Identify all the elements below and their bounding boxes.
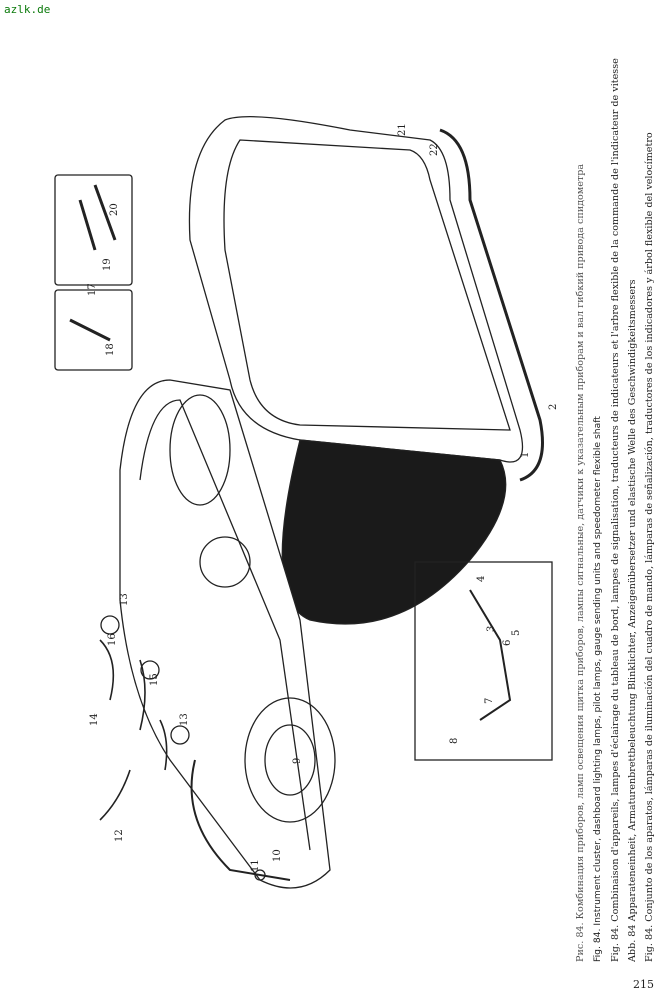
visor-frame [223,139,511,431]
site-watermark: azlk.de [4,3,51,16]
visor-shadow [281,439,507,625]
part-label: 16 [107,633,118,646]
page-number: 215 [633,978,654,991]
part-label: 5 [511,630,522,636]
visor-hood [188,116,524,463]
part-label: 13 [179,713,190,726]
part-label: 21 [397,123,408,136]
part-label: 3 [486,626,497,632]
part-label: 17 [87,283,98,296]
part-label: 19 [102,258,113,271]
inset-box-lamp-socket [54,289,133,371]
part-label: 9 [292,758,303,764]
part-label: 7 [484,698,495,704]
part-label: 18 [105,343,116,356]
caption-french: Fig. 84. Combinaison d'appareils, lampes… [609,58,621,962]
caption-spanish: Fig. 84. Conjunto de los aparatos, lámpa… [644,132,656,962]
cluster-panel [119,379,331,889]
part-label: 1 [520,452,531,458]
part-label: 14 [89,713,100,726]
part-label: 10 [272,849,283,862]
part-label: 22 [429,143,440,156]
warning-lamp-cluster [244,697,336,823]
part-label: 15 [149,673,160,686]
caption-german: Abb. 84 Apparateneinheit, Armaturenbrett… [626,279,638,962]
part-label: 11 [250,859,261,872]
part-label: 20 [109,203,120,216]
figure-captions: Рис. 84. Комбинация приборов, ламп освещ… [572,2,658,962]
part-label: 2 [548,404,559,410]
part-label: 8 [449,738,460,744]
part-label: 4 [476,576,487,582]
caption-russian: Рис. 84. Комбинация приборов, ламп освещ… [575,163,586,962]
speedometer-dial [169,394,231,506]
gauge-dial [199,536,251,588]
part-label: 6 [502,640,513,646]
part-label: 13 [119,593,130,606]
inset-box-sending-units [54,174,133,286]
part-label: 12 [114,829,125,842]
caption-english: Fig. 84. Instrument cluster, dashboard l… [592,416,604,962]
inset-box-flexible-shaft [414,561,553,761]
